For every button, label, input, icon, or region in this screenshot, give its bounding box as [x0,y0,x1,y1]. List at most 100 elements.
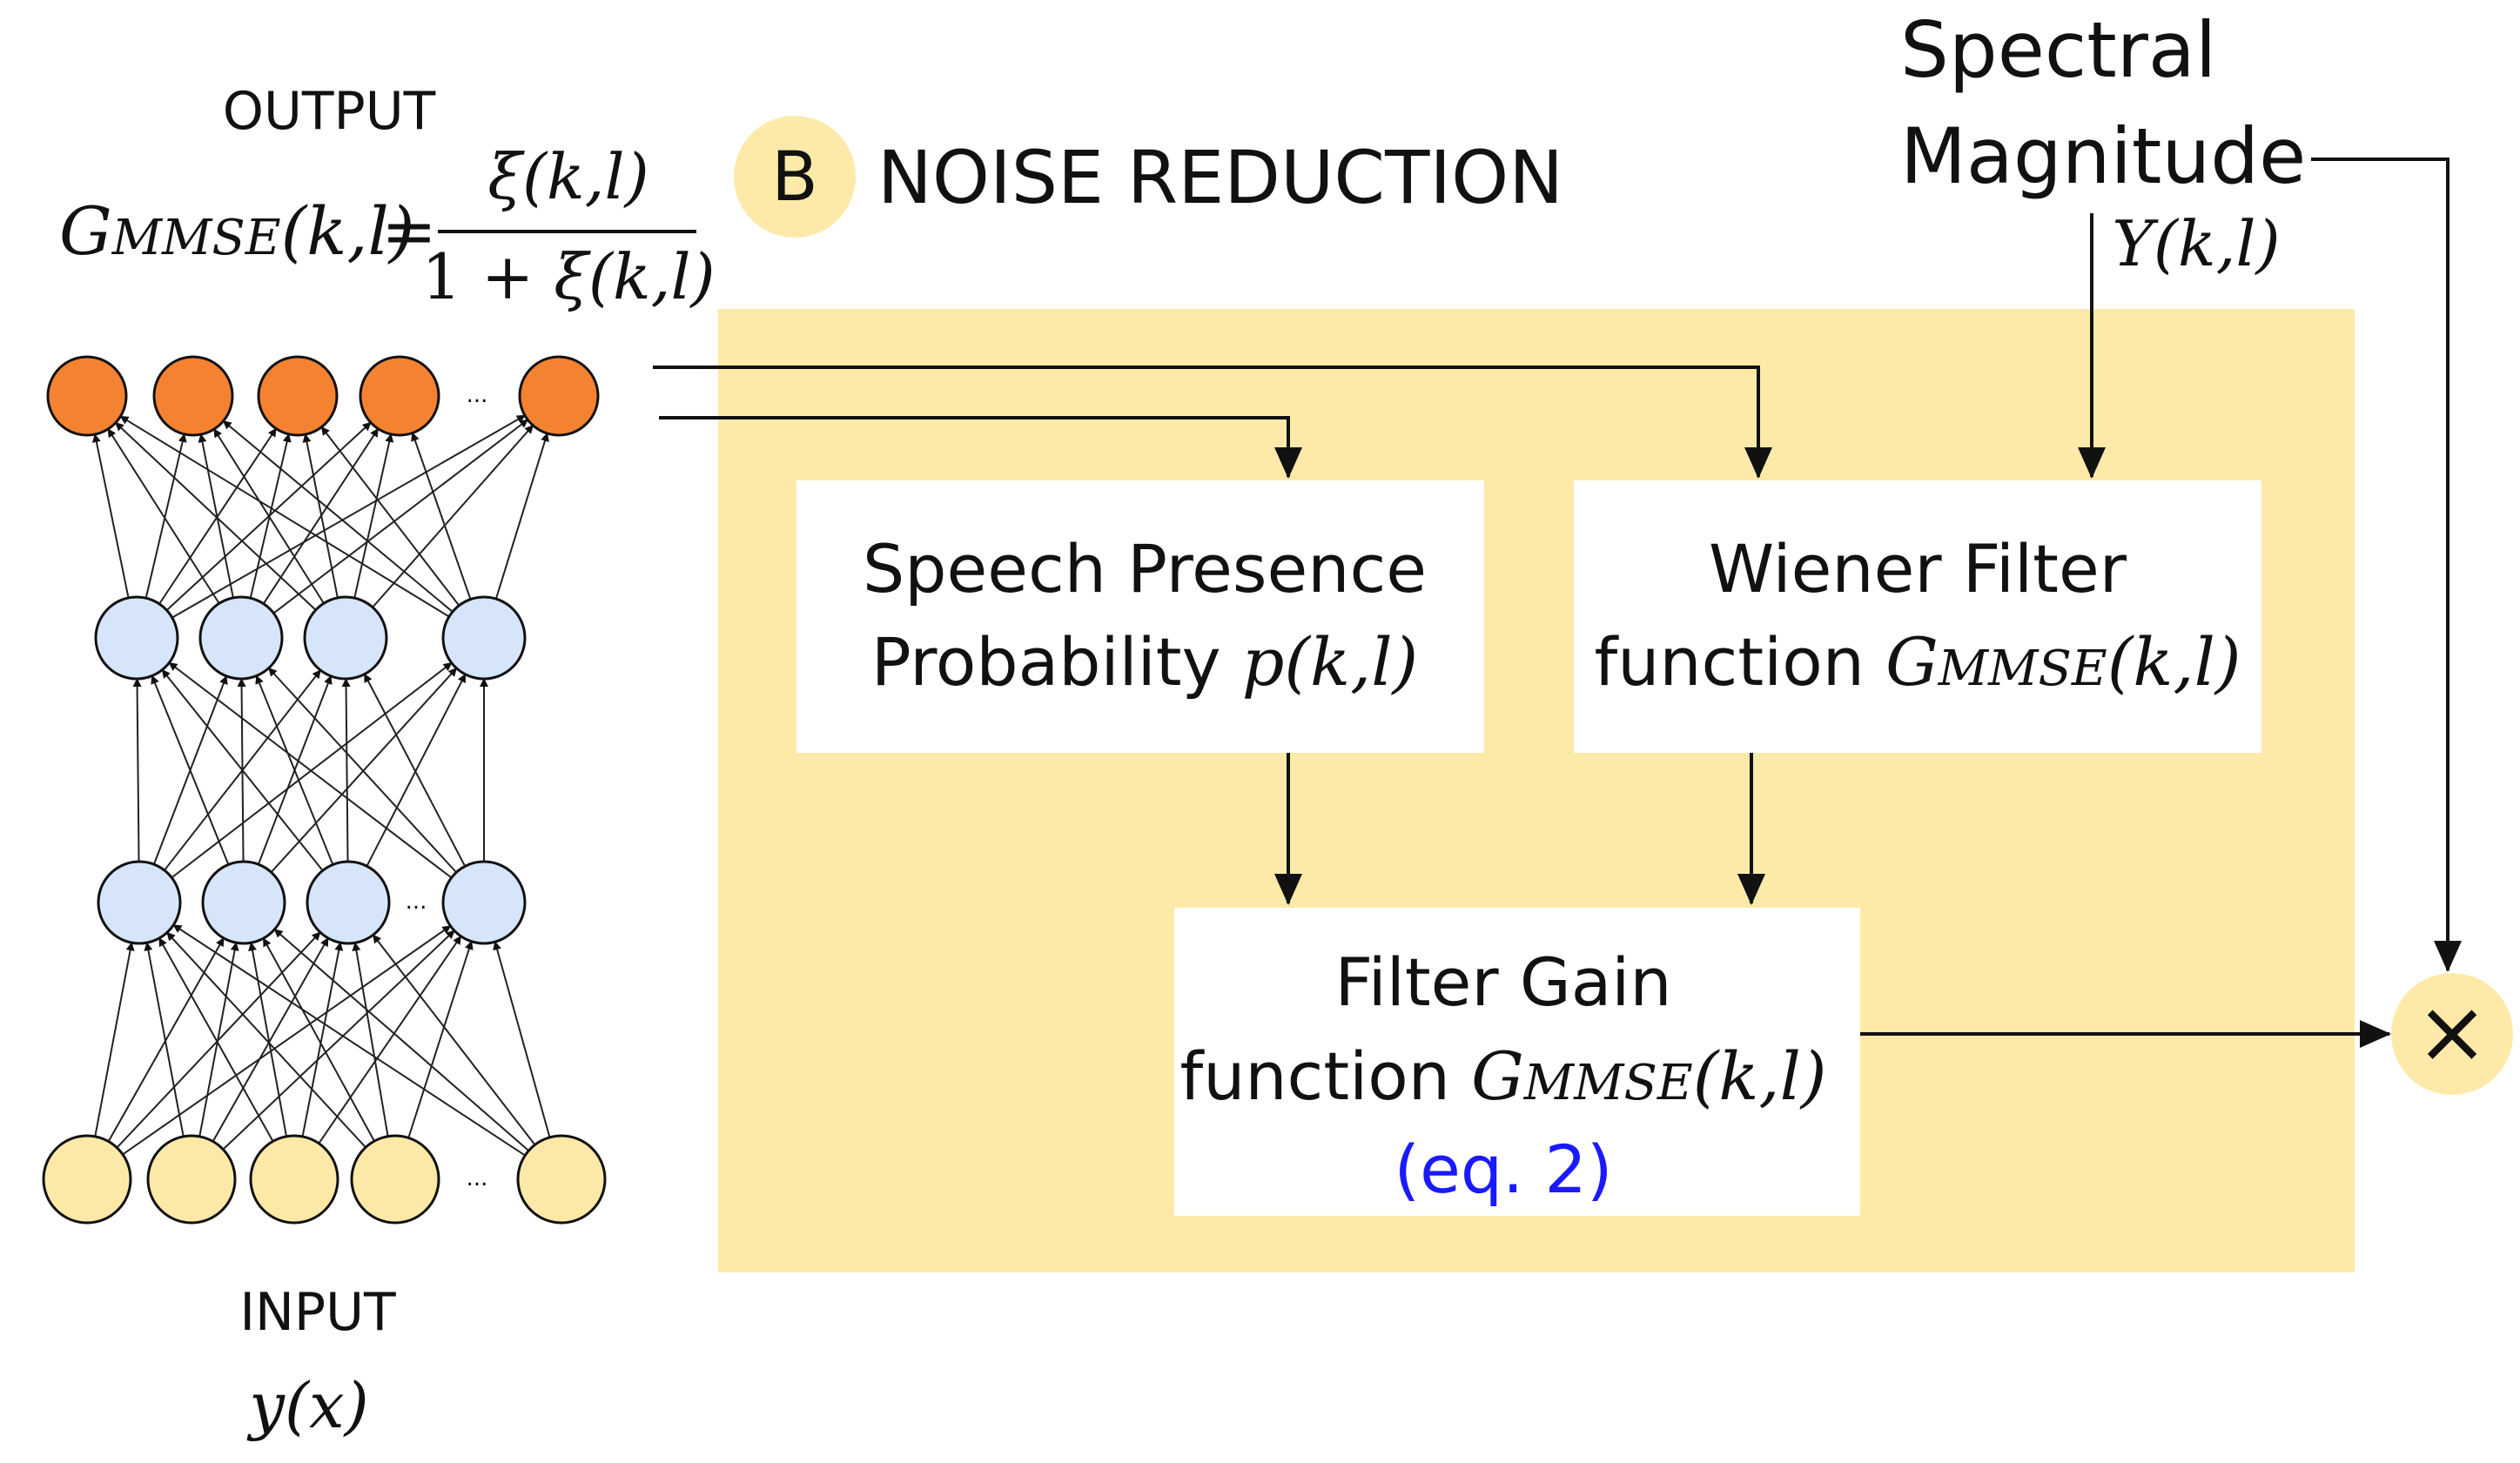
network-edge [352,942,389,1137]
network-edge [115,422,317,611]
formula-lhs-sub: MMSE [111,210,281,266]
network-edge [151,674,230,865]
network-edge [255,674,334,865]
network-edge [494,433,549,600]
input-node [146,1134,237,1225]
input-node [42,1134,132,1225]
wiener-line2-text: function [1594,623,1885,701]
network-edge [493,941,551,1138]
network-edge [107,428,220,604]
hidden2-node [306,860,391,945]
spectral-title-line2: Magnitude [1900,111,2306,201]
network-edge [91,433,130,599]
network-edge [268,667,457,874]
network-edge [144,942,185,1138]
output-ellipsis: ... [467,382,488,408]
hidden2-node [441,860,527,945]
gain-math-main: G [1471,1037,1524,1115]
network-edge [222,929,455,1151]
output-node [518,355,600,437]
arrow-network-to-wiener [653,366,1772,479]
network-edge [407,940,474,1138]
network-edge [222,420,454,613]
formula-denominator: 1 + ξ(k,l) [421,240,715,313]
spectral-symbol: Y(k,l) [2112,207,2280,280]
network-edge [158,937,274,1142]
output-node [359,355,440,437]
wiener-box [1574,480,2261,753]
gain-equation-ref[interactable]: (eq. 2) [1394,1131,1613,1208]
hidden1-node [198,595,284,681]
hidden1-node [94,595,179,681]
hidden2-node [201,860,286,945]
network-edge [213,428,325,604]
hidden1-node [441,595,527,681]
multiply-node [2391,973,2513,1095]
input-label: INPUT [239,1282,396,1343]
section-badge-letter: B [771,138,818,217]
output-node [152,355,234,437]
section-badge [734,116,856,238]
network-edge [320,426,460,607]
network-edge [168,661,453,879]
gain-line1: Filter Gain [1334,943,1671,1021]
formula-numerator: ξ(k,l) [487,140,648,213]
network-edge [301,942,344,1138]
network-edge [198,433,234,599]
network-edge [341,677,351,862]
output-node [257,355,339,437]
network-edge [198,942,239,1138]
input-node [516,1134,607,1225]
network-edge [363,673,467,867]
output-label: OUTPUT [223,81,436,142]
wiener-math-sub: MMSE [1938,641,2107,697]
network-edge [411,432,472,600]
network-edge [248,942,288,1137]
network-edge [262,937,375,1142]
formula-denominator-prefix: 1 + [421,240,554,313]
network-connections [91,414,551,1157]
formula-denominator-math: ξ(k,l) [554,240,715,313]
wiener-line1: Wiener Filter [1709,530,2127,607]
arrow-spectral-to-multiply [2311,158,2462,972]
network-edge [372,425,534,608]
section-title: NOISE REDUCTION [877,135,1563,220]
arrow-network-to-spp [659,416,1302,479]
spp-line2-math: p(k,l) [1242,623,1418,701]
network-edge [119,415,450,618]
formula-lhs-args: (k,l) [281,192,415,270]
network-edge [302,433,339,599]
gain-math-args: (k,l) [1693,1037,1827,1115]
network-edge [166,931,366,1148]
spectral-title-line1: Spectral [1900,5,2216,95]
hidden2-ellipsis: ... [406,889,427,915]
wiener-line2: function GMMSE(k,l) [1594,623,2241,701]
input-node [350,1134,440,1225]
input-signal: y(x) [246,1369,368,1442]
gain-line2-text: function [1179,1037,1471,1115]
input-ellipsis: ... [467,1165,488,1191]
network-edge [353,433,394,599]
network-edge [366,673,467,867]
network-edge [161,668,324,871]
spp-line2: Probability p(k,l) [871,623,1418,701]
wiener-math-args: (k,l) [2107,623,2241,701]
network-edge [270,668,458,873]
network-edge [212,937,329,1142]
wiener-math-main: G [1885,623,1939,701]
gmmse-formula-lhs: GMMSE(k,l) [59,192,414,270]
formula-equals: = [381,192,437,270]
output-node [46,355,128,437]
gain-box [1174,908,1860,1216]
multiply-symbol: × [2416,981,2489,1083]
network-edge [273,929,529,1151]
gain-line2: function GMMSE(k,l) [1179,1037,1826,1115]
network-edge [94,942,135,1138]
formula-lhs-main: G [59,192,112,270]
network-edge [318,935,462,1144]
network-edge [144,433,187,599]
input-node [249,1134,339,1225]
hidden2-node [97,860,182,945]
